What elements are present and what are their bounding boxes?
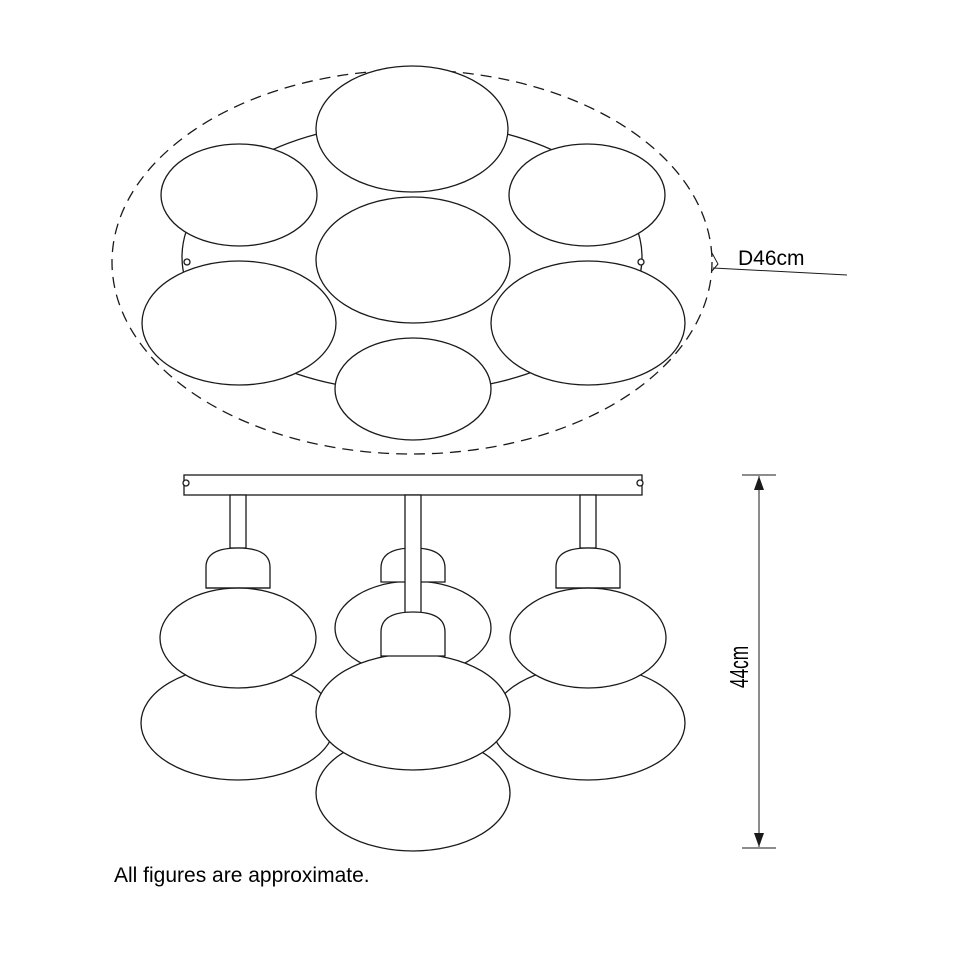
pendant-front-center — [315, 494, 511, 852]
ceiling-mounting-bar — [183, 474, 643, 496]
stem-left — [229, 494, 247, 549]
bar-screw-right — [636, 479, 644, 487]
socket-cap-right — [555, 547, 621, 589]
side-globe-front-upper — [315, 653, 511, 771]
side-globe-left-upper — [159, 587, 317, 689]
stem-front-center — [404, 494, 422, 614]
height-dimension: 44cm — [724, 474, 776, 849]
globe-bottom-right — [490, 260, 686, 386]
globe-bottom-left — [141, 260, 337, 386]
globe-center — [315, 196, 511, 324]
side-view: 44cm — [140, 474, 776, 852]
stem-right — [579, 494, 597, 549]
height-label: 44cm — [724, 646, 754, 688]
approximation-note: All figures are approximate. — [114, 864, 370, 887]
diameter-leader-line — [712, 267, 848, 276]
globe-bottom-center — [334, 337, 492, 441]
diameter-label: D46cm — [738, 247, 805, 270]
pendant-right — [509, 494, 667, 689]
socket-cap-left — [205, 547, 271, 589]
globe-top-left — [160, 143, 318, 247]
height-arrow-top — [754, 476, 764, 490]
globe-top-right — [508, 143, 666, 247]
height-arrow-bottom — [754, 833, 764, 847]
socket-cap-front-center — [380, 611, 446, 657]
diameter-arrow — [711, 252, 719, 272]
diameter-dimension: D46cm — [711, 247, 848, 276]
canopy-screw-right — [637, 258, 645, 266]
globe-top-center — [315, 65, 509, 193]
top-view: D46cm — [111, 65, 848, 455]
canopy-screw-left — [183, 258, 191, 266]
side-globe-right-upper — [509, 587, 667, 689]
pendant-left — [159, 494, 317, 689]
bar-screw-left — [182, 479, 190, 487]
